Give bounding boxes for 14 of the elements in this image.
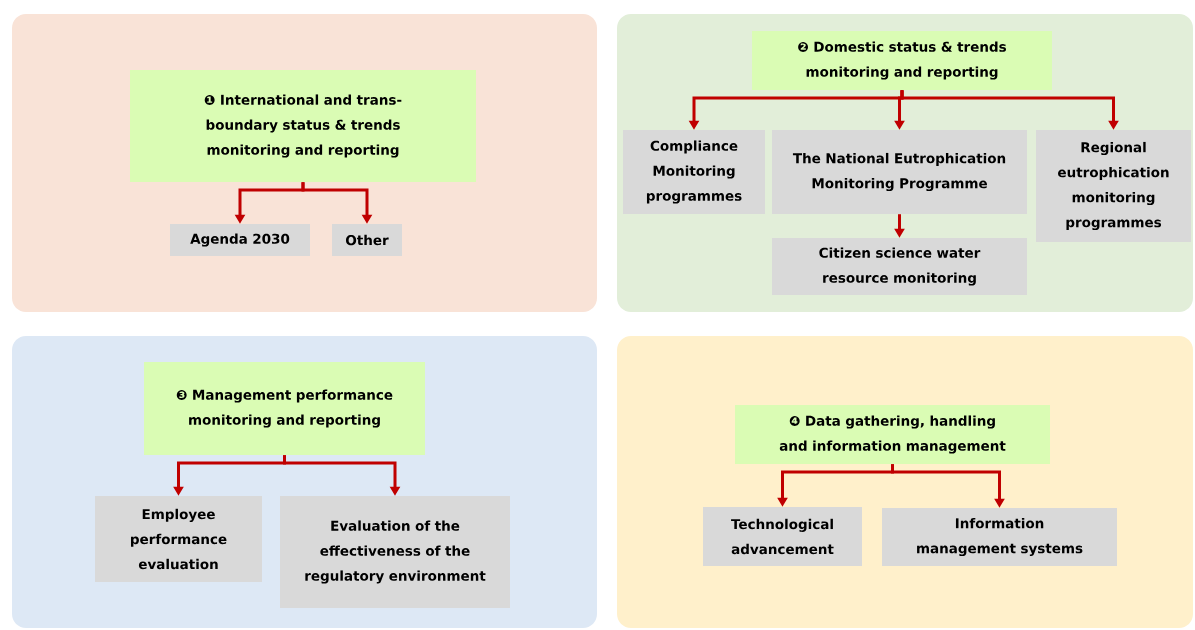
item-box: Agenda 2030 [170, 224, 310, 256]
item-box: Evaluation of the effectiveness of the regulatory environment [280, 496, 510, 608]
item-box: Technological advancement [703, 507, 862, 566]
item-box: Information management systems [882, 508, 1117, 566]
item-box: The National Eutrophication Monitoring Programme [772, 130, 1027, 214]
heading-box: ❸ Management performance monitoring and reporting [144, 362, 425, 455]
item-box: Citizen science water resource monitoring [772, 238, 1027, 295]
item-box: Compliance Monitoring programmes [623, 130, 765, 214]
item-box: Other [332, 224, 402, 256]
item-box: Employee performance evaluation [95, 496, 262, 582]
heading-box: ❷ Domestic status & trends monitoring and reporting [752, 31, 1052, 90]
heading-box: ❶ International and trans- boundary status & trends monitoring and reporting [130, 70, 476, 182]
heading-box: ❹ Data gathering, handling and information management [735, 405, 1050, 464]
item-box: Regional eutrophication monitoring programmes [1036, 130, 1191, 242]
